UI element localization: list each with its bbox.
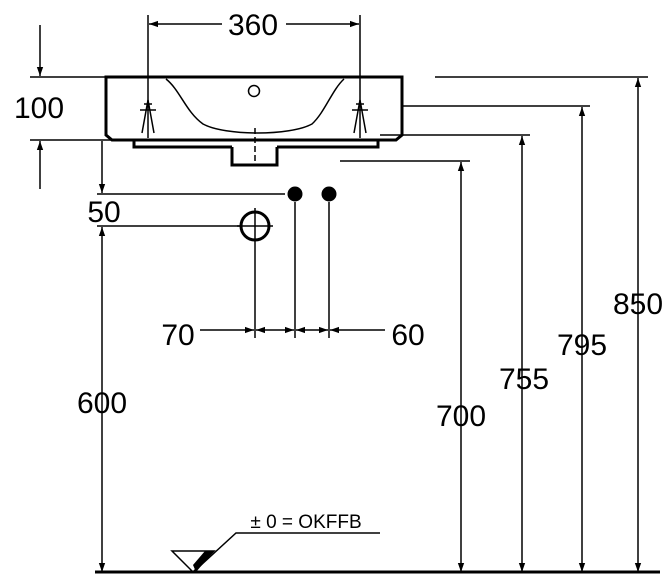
drain-offset-dimension: 50 xyxy=(87,141,285,229)
supply-valve-icon xyxy=(287,186,303,202)
drain-height-dimension: 600 xyxy=(77,227,127,572)
supply-height-dimension: 700 xyxy=(340,160,486,572)
supply-spacing-dimension: 70 60 xyxy=(161,319,424,352)
basin-outline xyxy=(104,75,404,142)
rim-height-dimension: 850 xyxy=(435,76,663,572)
drain-height-label: 600 xyxy=(77,387,127,420)
supply-valve-icon xyxy=(321,186,337,202)
supply-height-label: 700 xyxy=(436,400,486,433)
width-dimension: 360 xyxy=(147,9,361,92)
basin-base xyxy=(132,140,380,149)
tap-height-label: 795 xyxy=(557,329,607,362)
tap-hole-icon xyxy=(247,84,261,98)
floor-reference-marker: ± 0 = OKFFB xyxy=(170,512,380,574)
basin-height-dimension: 100 xyxy=(14,25,112,189)
outlet-height-label: 755 xyxy=(499,363,549,396)
left-mounting-bolt xyxy=(140,92,156,138)
outlet-height-dimension: 755 xyxy=(380,134,549,572)
right-supply-offset-label: 60 xyxy=(391,319,424,352)
tap-height-dimension: 795 xyxy=(402,105,607,572)
width-label: 360 xyxy=(228,9,278,42)
rim-height-label: 850 xyxy=(613,288,663,321)
floor-reference-label: ± 0 = OKFFB xyxy=(250,512,361,533)
drain-connection xyxy=(237,208,273,338)
left-supply-offset-label: 70 xyxy=(161,319,194,352)
right-supply-valve xyxy=(321,186,337,338)
drain-offset-label: 50 xyxy=(87,196,120,229)
basin-height-label: 100 xyxy=(14,92,64,125)
left-supply-valve xyxy=(287,186,303,338)
basin-bowl-curve xyxy=(165,78,345,134)
washbasin xyxy=(104,75,404,167)
right-mounting-bolt xyxy=(352,92,368,138)
